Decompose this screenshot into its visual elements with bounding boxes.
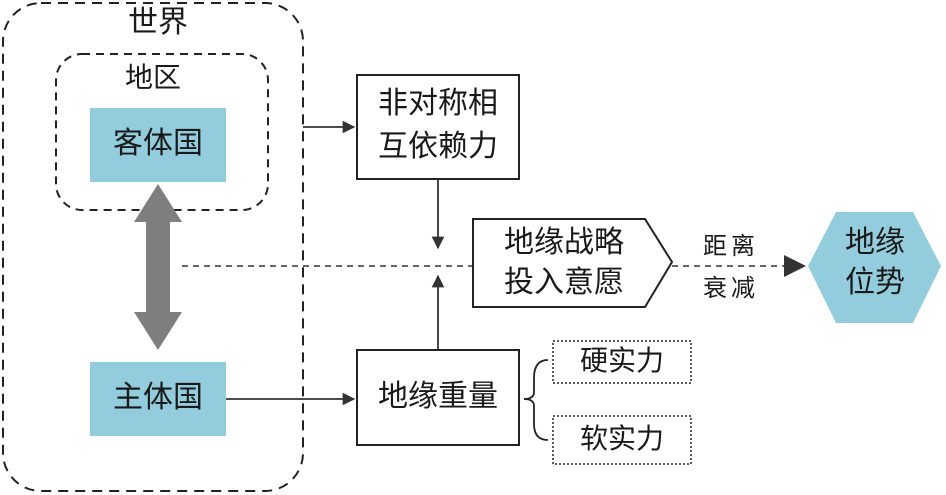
soft-power-box <box>552 415 692 465</box>
hard-power-box <box>552 340 692 384</box>
brace <box>523 359 549 441</box>
decay-line2: 衰减 <box>703 274 759 302</box>
subject-state-box <box>90 362 226 436</box>
region-label: 地区 <box>124 61 181 94</box>
geo-weight-label: 地缘重量 <box>378 379 498 414</box>
soft-power-label: 软实力 <box>579 422 664 455</box>
result-line2: 位势 <box>845 265 905 300</box>
result-line1: 地缘 <box>845 225 905 260</box>
client-state-box <box>90 108 226 182</box>
result-hexagon <box>808 212 941 323</box>
asym-line2: 互依赖力 <box>378 129 498 164</box>
bidirectional-arrow <box>134 184 182 350</box>
geo-weight-box <box>356 349 520 446</box>
hard-power-label: 硬实力 <box>579 344 664 377</box>
arrow-head-result <box>784 255 806 277</box>
asym-line1: 非对称相 <box>378 86 498 121</box>
client-state-label: 客体国 <box>113 126 203 161</box>
world-container <box>2 2 304 492</box>
strategy-line2: 投入意愿 <box>504 265 624 300</box>
decay-line1: 距离 <box>703 232 759 260</box>
subject-state-label: 主体国 <box>113 380 203 415</box>
strategy-pentagon <box>472 218 674 308</box>
world-label: 世界 <box>128 5 188 40</box>
strategy-line1: 地缘战略 <box>504 225 624 260</box>
asym-box <box>356 74 520 180</box>
